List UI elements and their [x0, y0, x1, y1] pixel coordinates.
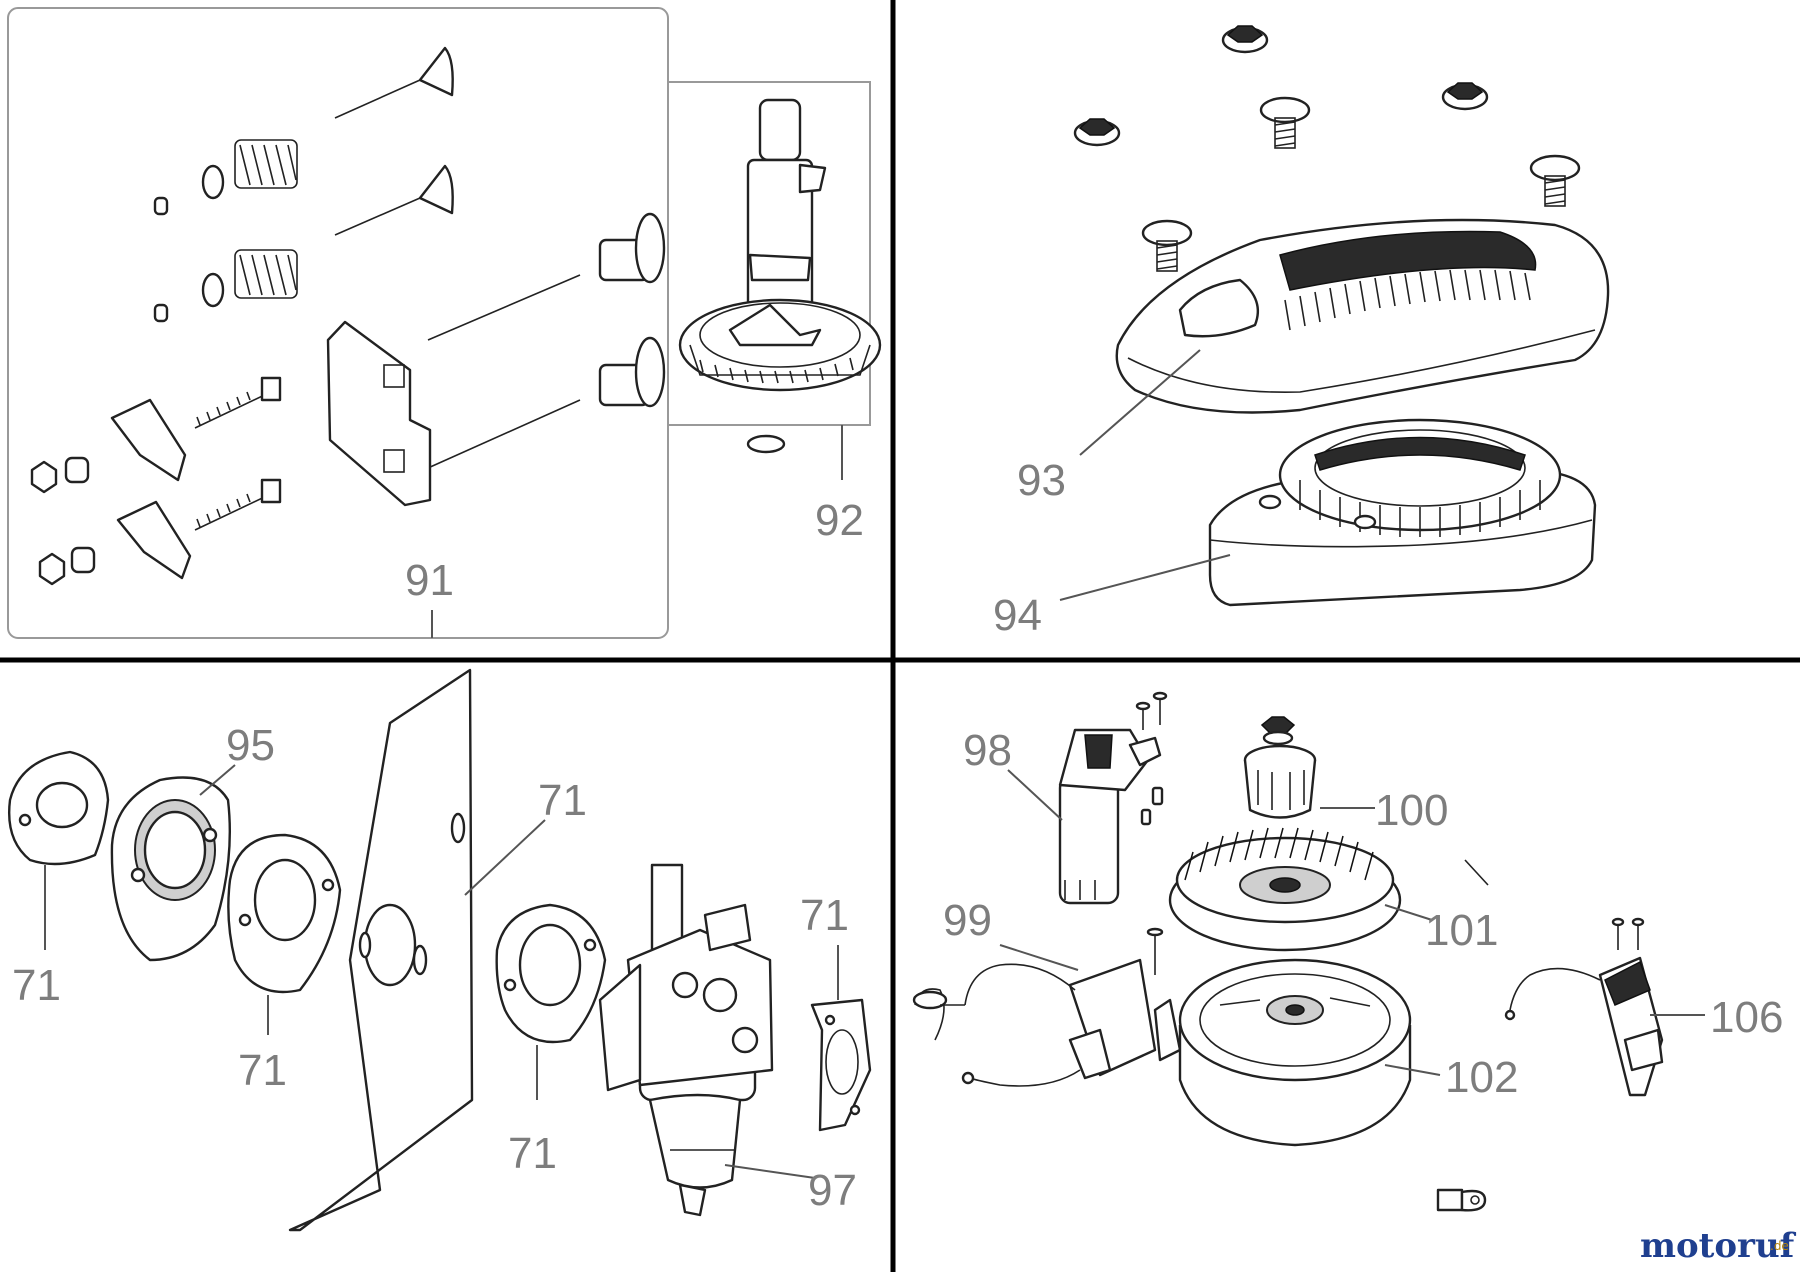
top-cover: [1115, 218, 1610, 414]
starter-motor: [1058, 728, 1162, 905]
lock-nut-1: [30, 460, 58, 494]
camshaft-frame: [668, 81, 871, 426]
fan-cover-leader: [1059, 554, 1231, 601]
insulator-leader: [199, 764, 236, 796]
charge-coil-bolts: [1611, 917, 1645, 950]
cover-screw-1: [1259, 96, 1311, 149]
callout-71-plate: 71: [538, 776, 587, 825]
callout-94: 94: [993, 591, 1042, 640]
coil-bolt: [1146, 927, 1164, 975]
gasket-d: [810, 998, 872, 1132]
guide-slot-1: [383, 364, 405, 388]
rocker-arm-1: [110, 398, 187, 482]
callout-100: 100: [1375, 786, 1448, 835]
gasket-plate-leader: [464, 819, 546, 896]
watermark-suffix: .de: [1770, 1239, 1789, 1253]
valve-train-frame: [7, 7, 669, 639]
tappet-2: [598, 336, 666, 408]
callout-93: 93: [1017, 456, 1066, 505]
exhaust-valve: [334, 164, 454, 236]
charge-coil: [1504, 956, 1664, 1097]
callout-71-a: 71: [12, 961, 61, 1010]
callout-95: 95: [226, 721, 275, 770]
spring-retainer-2: [201, 272, 225, 308]
push-rod-guide-plate: [326, 320, 432, 507]
ignition-coil: [912, 958, 1182, 1087]
cable-clamp: [1436, 1188, 1487, 1212]
watermark-logo: motoruf .de: [1640, 1226, 1797, 1266]
covers-group: 93 94: [993, 25, 1610, 640]
callout-71-b: 71: [238, 1046, 287, 1095]
rocker-arm-2: [116, 500, 192, 580]
callout-71-c: 71: [508, 1129, 557, 1178]
rocker-stud-2: [194, 478, 282, 531]
top-cover-leader: [1079, 349, 1201, 456]
fan-cover: [1208, 418, 1597, 607]
cooling-fan: [1168, 827, 1402, 952]
gasket-a: [8, 750, 110, 866]
cooling-fan-leader: [1384, 904, 1433, 921]
cover-screw-2: [1529, 154, 1581, 207]
flywheel-leader: [1384, 1064, 1441, 1076]
callout-92: 92: [815, 496, 864, 545]
watermark-brand: motoruf: [1640, 1226, 1797, 1266]
insulator: [110, 776, 232, 962]
rocker-pivot-2: [70, 546, 96, 574]
callout-101: 101: [1425, 906, 1498, 955]
spring-retainer-1: [201, 164, 225, 200]
callout-102: 102: [1445, 1053, 1518, 1102]
tappet-1: [598, 212, 666, 284]
callout-97: 97: [808, 1166, 857, 1215]
ignition-coil-leader: [999, 944, 1079, 971]
lock-nut-2: [38, 552, 66, 586]
callout-98: 98: [963, 726, 1012, 775]
rocker-pivot-1: [64, 456, 90, 484]
valve-spring-1: [234, 139, 298, 189]
flange-nut-2: [1073, 118, 1121, 147]
valve-spring-2: [234, 249, 298, 299]
intake-valve: [334, 46, 454, 119]
starter-motor-leader: [1007, 769, 1063, 821]
camshaft-washer: [746, 434, 786, 454]
callout-71-d: 71: [800, 891, 849, 940]
callout-99: 99: [943, 896, 992, 945]
guide-slot-2: [383, 449, 405, 473]
rocker-stud-1: [194, 376, 282, 429]
flywheel: [1178, 958, 1412, 1147]
carburetor: [598, 863, 774, 1217]
svg-text:motoruf: motoruf: [1640, 1226, 1797, 1266]
callout-91: 91: [405, 556, 454, 605]
cover-screw-3: [1141, 219, 1193, 272]
starter-bolts: [1135, 691, 1168, 826]
push-rod-1: [427, 274, 581, 341]
camshaft: [678, 98, 882, 392]
flange-nut-1: [1221, 25, 1269, 54]
callout-106: 106: [1710, 993, 1783, 1042]
gasket-c: [495, 903, 607, 1044]
flywheel-nut: [1260, 716, 1296, 746]
push-rod-2: [427, 399, 581, 469]
carburetor-group: 71 95 71 71: [8, 668, 872, 1232]
valve-collet-2: [153, 303, 169, 323]
electrical-group: 98 100 101: [912, 691, 1783, 1212]
valve-collet-1: [153, 196, 169, 216]
carburetor-leader: [724, 1164, 816, 1179]
flange-nut-3: [1441, 82, 1489, 111]
gasket-plate: [288, 668, 474, 1232]
woodruff-pin: [1464, 859, 1489, 886]
gasket-b: [227, 833, 342, 994]
valve-train-group: 91 92: [7, 7, 882, 639]
starter-cup: [1243, 744, 1317, 819]
